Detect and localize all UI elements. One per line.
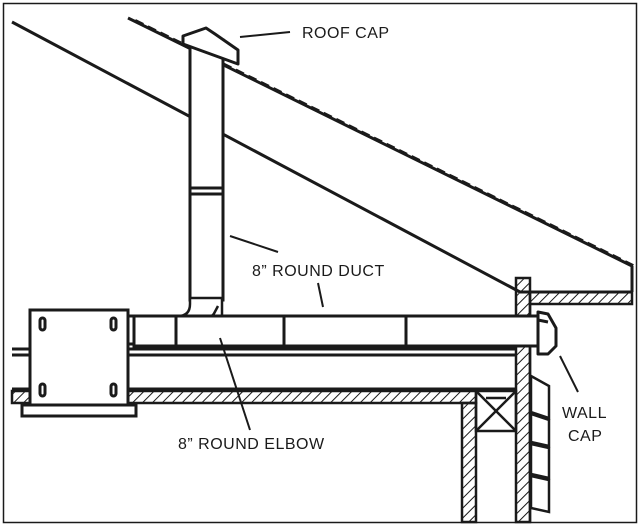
leader-lines	[219, 31, 579, 431]
interior-wall	[460, 401, 478, 524]
leader-elbow	[219, 337, 251, 431]
fan-box	[20, 308, 138, 418]
wall-siding	[529, 373, 551, 514]
horizontal-round-duct	[132, 314, 540, 348]
shingle-mark	[549, 223, 559, 230]
roof-cap	[181, 26, 240, 66]
shingle-mark	[172, 37, 182, 45]
roof-slab	[11, 16, 634, 294]
shingle-mark	[461, 179, 471, 187]
shingle-mark	[511, 204, 521, 212]
label-round-elbow: 8” ROUND ELBOW	[178, 436, 325, 453]
shingle-mark	[410, 155, 421, 162]
label-wall-cap-line2: CAP	[568, 428, 602, 445]
soffit	[528, 290, 634, 306]
shingle-mark	[247, 74, 257, 82]
shingle-mark	[423, 161, 433, 169]
shingle-mark	[498, 198, 509, 206]
shingle-mark	[574, 235, 584, 243]
shingle-mark	[147, 25, 157, 33]
shingle-mark	[398, 148, 408, 156]
shingle-mark	[385, 142, 396, 150]
leader-duct-vertical	[229, 235, 279, 253]
rim-joist	[474, 389, 518, 433]
leader-duct-horizontal	[317, 282, 324, 308]
shingle-mark	[335, 118, 345, 125]
leader-wall-cap	[559, 355, 579, 393]
shingle-mark	[322, 111, 333, 119]
shingle-mark	[297, 99, 308, 107]
shingle-mark	[473, 186, 484, 193]
shingle-mark	[159, 31, 170, 39]
shingle-mark	[310, 105, 320, 113]
shingle-mark	[536, 216, 546, 224]
shingle-mark	[436, 167, 446, 175]
shingle-mark	[486, 192, 496, 199]
shingle-mark	[272, 87, 283, 94]
shingle-mark	[448, 173, 458, 181]
wall-cap	[536, 310, 558, 356]
shingle-mark	[360, 130, 371, 138]
shingle-mark	[624, 260, 634, 267]
shingle-mark	[561, 229, 571, 237]
leader-roof-cap	[239, 31, 291, 38]
shingle-mark	[523, 210, 534, 218]
shingle-mark	[260, 80, 270, 88]
shingle-mark	[611, 254, 622, 261]
label-roof-cap: ROOF CAP	[302, 25, 390, 42]
label-round-duct: 8” ROUND DUCT	[252, 263, 385, 280]
label-wall-cap-line1: WALL	[562, 405, 607, 422]
shingle-mark	[235, 68, 245, 76]
shingle-mark	[348, 124, 358, 131]
shingle-mark	[599, 247, 609, 255]
shingle-mark	[373, 136, 383, 144]
shingle-mark	[134, 19, 144, 26]
shingle-mark	[285, 93, 295, 101]
vertical-round-duct	[188, 38, 225, 302]
shingle-mark	[586, 241, 597, 249]
